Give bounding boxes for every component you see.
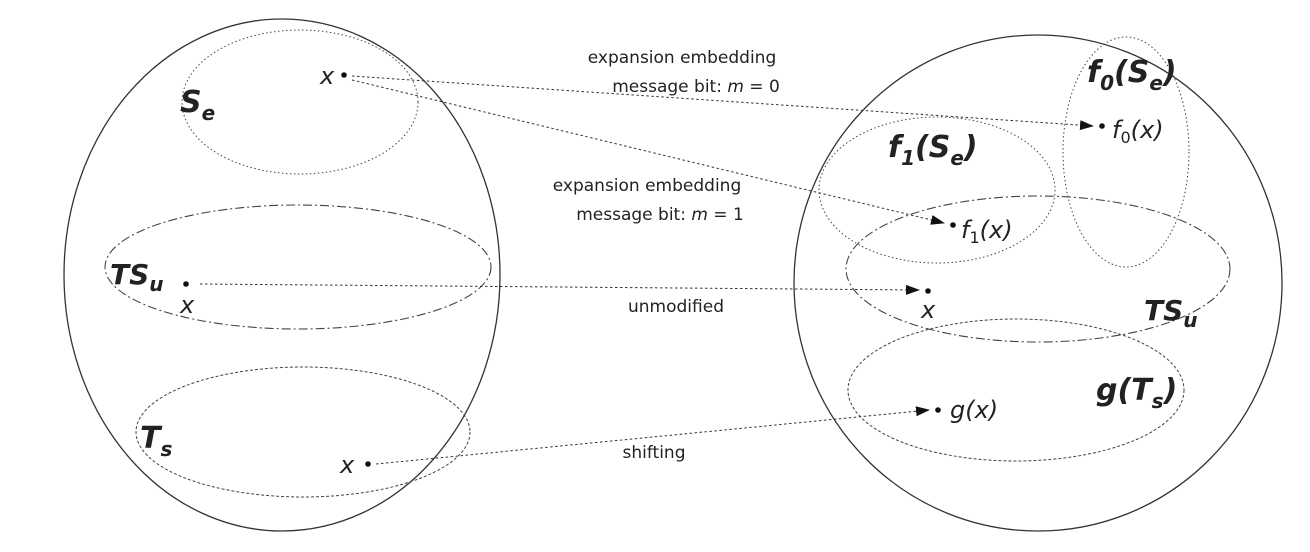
arrow-label-exp1-line2: message bit: m = 1 [576,205,744,225]
label-ts: Ts [140,421,172,461]
label-f1x: f1(x) [961,216,1013,247]
arrow-label-exp0-line2: message bit: m = 0 [612,77,780,97]
point-x-se [341,72,347,78]
arrow-expansion-m1 [351,79,945,225]
label-x-ts: x [339,451,355,479]
label-x-tsu: x [179,291,195,319]
point-x-right [925,288,931,294]
label-f0x: f0(x) [1112,116,1164,147]
label-tsu-right: TSu [1144,294,1198,332]
gts-region [847,318,1185,462]
left-space-ellipse [63,18,501,532]
arrow-label-exp1-line1: expansion embedding [553,176,742,196]
label-x-right: x [920,296,936,324]
arrow-label-shifting: shifting [623,443,686,463]
label-f1se: f1(Se) [888,130,978,170]
label-gx: g(x) [950,396,998,424]
label-x-se: x [319,62,335,90]
point-x-ts [365,461,371,467]
label-tsu-left: TSu [110,258,164,296]
tsu-left-region [104,204,492,330]
label-gts: g(Ts) [1096,373,1177,413]
se-region [181,29,419,175]
arrow-label-unmodified: unmodified [628,297,724,317]
arrow-unmodified [199,283,920,295]
label-se: Se [180,85,215,125]
point-gx [935,407,941,413]
f0se-region [1062,36,1190,268]
point-f1x [950,222,956,228]
ts-region [135,366,471,498]
right-space-ellipse [793,34,1283,532]
label-f0se: f0(Se) [1087,55,1177,95]
point-x-tsu [183,281,189,287]
f1se-region [818,116,1056,264]
arrow-label-exp0-line1: expansion embedding [588,48,777,68]
point-f0x [1099,123,1105,129]
arrow-expansion-m0 [351,75,1094,131]
tsu-right-region [845,195,1231,343]
